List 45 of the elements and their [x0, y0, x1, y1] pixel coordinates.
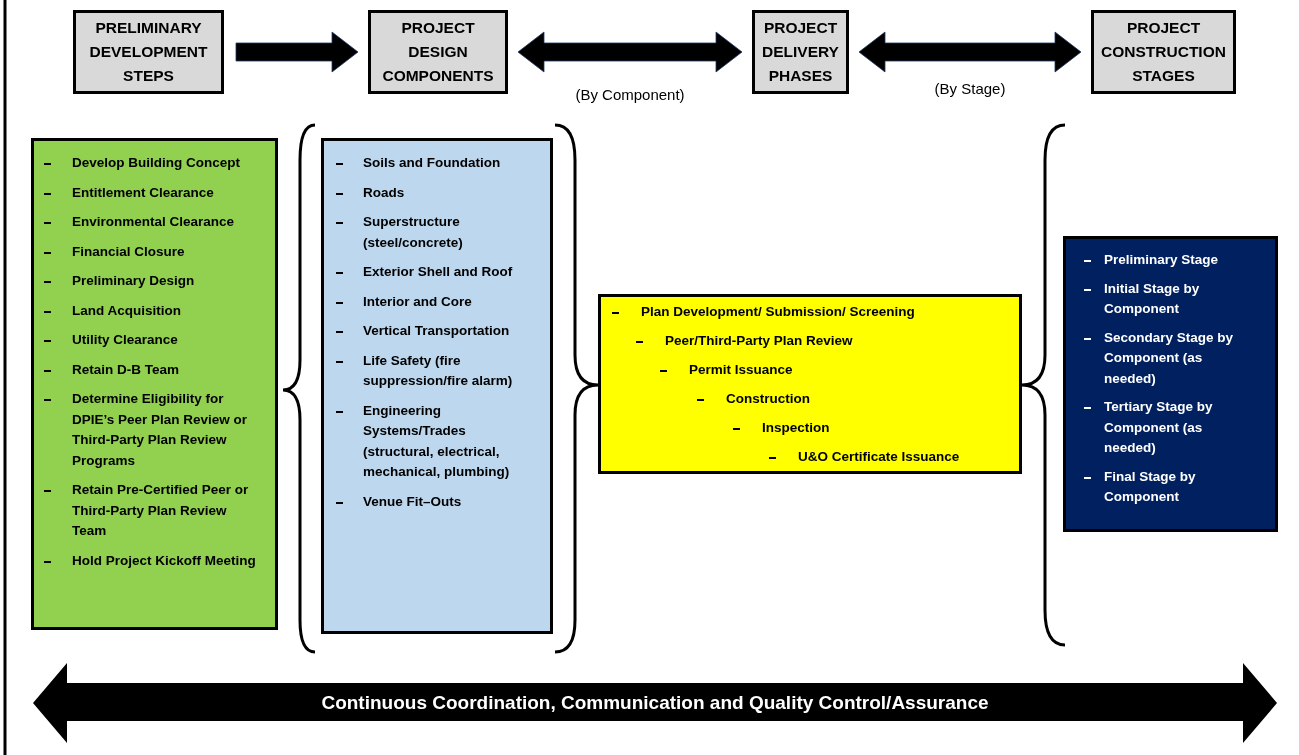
- list-item: Environmental Clearance: [72, 213, 236, 231]
- list-item: Superstructure (steel/concrete): [363, 213, 464, 252]
- list-item: Plan Development/ Submission/ Screening: [641, 303, 915, 321]
- list-item: Financial Closure: [72, 242, 186, 261]
- heading-box: PROJECT CONSTRUCTION STAGES: [1091, 10, 1236, 94]
- list-item: Retain Pre-Certified Peer or Third-Party Plan Review Team: [72, 481, 250, 540]
- list-panel: [1063, 236, 1278, 532]
- list-panel: [31, 138, 278, 630]
- list-item: Inspection: [762, 419, 830, 437]
- edge-label: (By Component): [573, 86, 687, 103]
- block-arrow: [235, 31, 359, 73]
- list-item: Develop Building Concept: [72, 154, 241, 172]
- list-item: Retain D-B Team: [72, 360, 181, 379]
- list-item: Initial Stage by Component: [1104, 279, 1201, 318]
- list-item: Utility Clearance: [72, 331, 179, 349]
- list-item: Tertiary Stage by Component (as needed): [1104, 398, 1214, 457]
- banner-text: Continuous Coordination, Communication and Quality Control/Assurance: [320, 692, 990, 714]
- list-item: Entitlement Clearance: [72, 183, 215, 202]
- list-panel: [598, 294, 1022, 474]
- list-item: Preliminary Design: [72, 272, 196, 290]
- block-arrow: [858, 31, 1082, 73]
- list-item: Venue Fit–Outs: [363, 492, 463, 511]
- list-item: Construction: [726, 390, 810, 408]
- list-item: Life Safety (fire suppression/fire alarm): [363, 351, 514, 390]
- list-item: Determine Eligibility for DPIE’s Peer Plan Review or Third-Party Plan Review Programs: [72, 390, 249, 470]
- list-panel: [321, 138, 553, 634]
- list-item: Permit Issuance: [689, 361, 793, 379]
- list-item: Secondary Stage by Component (as needed): [1104, 328, 1235, 388]
- list-item: Interior and Core: [363, 292, 473, 311]
- block-arrow: [517, 31, 743, 73]
- list-item: Hold Project Kickoff Meeting: [72, 551, 257, 570]
- list-item: Preliminary Stage: [1104, 251, 1220, 269]
- edge-label: (By Stage): [932, 80, 1008, 97]
- list-item: Vertical Transportation: [363, 322, 511, 340]
- list-item: Land Acquisition: [72, 301, 182, 320]
- heading-box: PROJECT DELIVERY PHASES: [752, 10, 849, 94]
- list-item: Soils and Foundation: [363, 154, 502, 172]
- list-item: Peer/Third-Party Plan Review: [665, 332, 853, 350]
- list-item: Exterior Shell and Roof: [363, 263, 514, 281]
- heading-box: PRELIMINARY DEVELOPMENT STEPS: [73, 10, 224, 94]
- list-item: Engineering Systems/Trades (structural, electrical, mechanical, plumbing): [363, 401, 511, 481]
- list-item: Final Stage by Component: [1104, 467, 1197, 506]
- heading-box: PROJECT DESIGN COMPONENTS: [368, 10, 508, 94]
- list-item: U&O Certificate Issuance: [798, 448, 960, 466]
- list-item: Roads: [363, 183, 406, 202]
